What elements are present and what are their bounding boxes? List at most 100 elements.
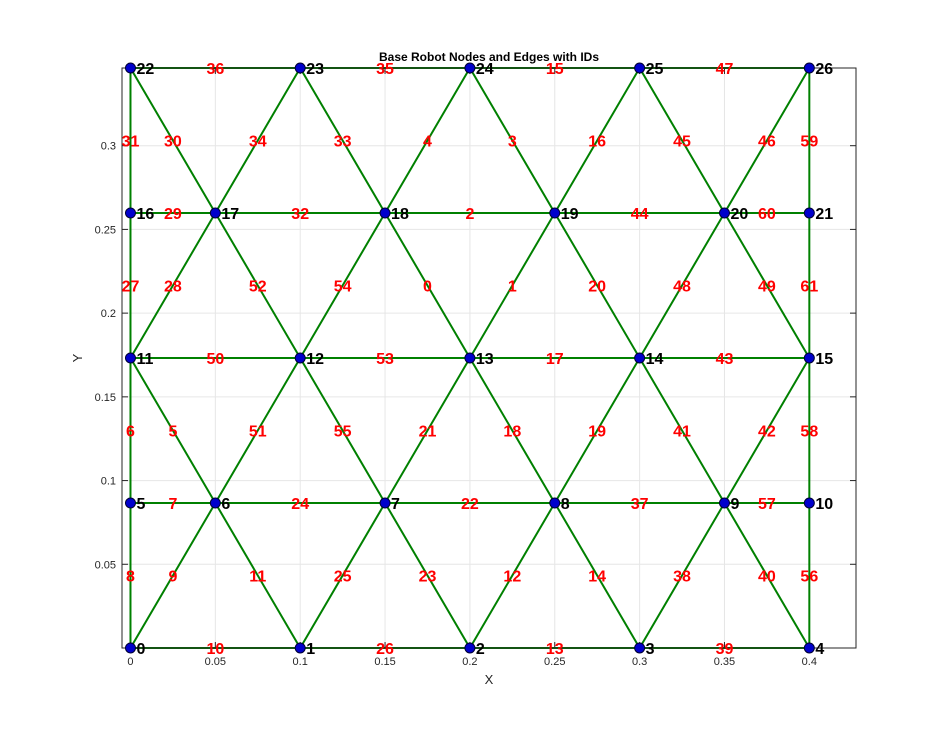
node-marker [379,207,391,219]
edge-id-label: 9 [168,569,177,586]
node-marker [549,497,561,509]
node-id-label: 8 [561,496,570,513]
node-id-label: 26 [815,61,833,78]
edge-id-label: 20 [588,279,606,296]
edge-line [299,502,386,649]
edge-id-label: 59 [800,134,818,151]
y-tick-label: 0.1 [101,476,116,488]
edge-id-label: 21 [419,424,437,441]
edge-line [638,502,726,649]
edge-line [553,502,641,649]
edge-line [638,67,726,214]
edge-id-label: 18 [503,424,521,441]
node-marker [803,62,815,74]
axes-frame [121,67,857,649]
node-marker [464,352,476,364]
edge-line [723,502,811,649]
node-id-label: 9 [730,496,739,513]
edge-id-label: 54 [334,279,352,296]
y-tick-label: 0.15 [95,392,116,404]
edge-id-label: 36 [206,61,224,78]
x-tick-label: 0.15 [374,656,395,668]
node-marker [803,642,815,654]
node-id-label: 25 [646,61,664,78]
y-tick-label: 0.2 [101,308,116,320]
node-id-label: 22 [136,61,154,78]
edge-id-label: 33 [334,134,352,151]
node-marker [124,207,136,219]
node-marker [803,352,815,364]
edge-line [299,67,386,214]
edge-id-label: 3 [508,134,517,151]
edge-id-label: 30 [164,134,182,151]
node-marker [634,352,646,364]
edge-line [129,502,217,649]
edge-id-label: 43 [716,351,734,368]
edge-id-label: 10 [206,641,224,658]
node-marker [803,207,815,219]
edge-id-label: 16 [588,134,606,151]
edge-id-label: 34 [249,134,267,151]
node-id-label: 7 [391,496,400,513]
edge-id-label: 53 [376,351,394,368]
edge-line [723,67,811,214]
node-id-label: 17 [221,206,239,223]
edge-id-label: 49 [758,279,776,296]
edge-line [469,502,556,649]
edge-line [214,502,302,649]
edge-id-label: 32 [291,206,309,223]
node-marker [379,497,391,509]
node-marker [124,352,136,364]
node-marker [464,642,476,654]
edge-id-label: 5 [168,424,177,441]
edge-id-label: 60 [758,206,776,223]
edge-id-label: 29 [164,206,182,223]
node-marker [634,642,646,654]
node-marker [209,207,221,219]
node-id-label: 19 [561,206,579,223]
x-tick-label: 0.4 [802,656,817,668]
edge-id-label: 22 [461,496,479,513]
edge-id-label: 51 [249,424,267,441]
node-id-label: 16 [136,206,154,223]
edge-line [214,67,302,214]
edge-line [129,212,217,359]
edge-line [469,67,556,214]
y-axis-label: Y [70,353,85,362]
edge-id-label: 6 [126,424,135,441]
node-marker [634,62,646,74]
x-tick-label: 0.25 [544,656,565,668]
y-tick-label: 0.05 [95,559,116,571]
node-id-label: 18 [391,206,409,223]
edge-line [299,357,386,504]
edge-id-label: 52 [249,279,267,296]
edge-id-label: 57 [758,496,776,513]
edge-line [553,67,641,214]
x-tick-label: 0.2 [462,656,477,668]
x-tick-label: 0 [127,656,133,668]
edge-id-label: 7 [168,496,177,513]
node-id-label: 0 [136,641,145,658]
nodes-layer [124,62,815,654]
edge-id-label: 38 [673,569,691,586]
node-marker [549,207,561,219]
edge-line [384,212,471,359]
edge-id-label: 28 [164,279,182,296]
edge-id-label: 50 [206,351,224,368]
edge-id-label: 45 [673,134,691,151]
edge-id-label: 41 [673,424,691,441]
node-marker [294,62,306,74]
edge-id-label: 31 [122,134,140,151]
node-marker [294,352,306,364]
node-marker [124,62,136,74]
edge-id-label: 39 [716,641,734,658]
chart-title: Base Robot Nodes and Edges with IDs [379,50,599,64]
edge-id-label: 56 [800,569,818,586]
edge-id-label: 46 [758,134,776,151]
node-marker [124,497,136,509]
edge-id-label: 42 [758,424,776,441]
edge-line [384,357,471,504]
